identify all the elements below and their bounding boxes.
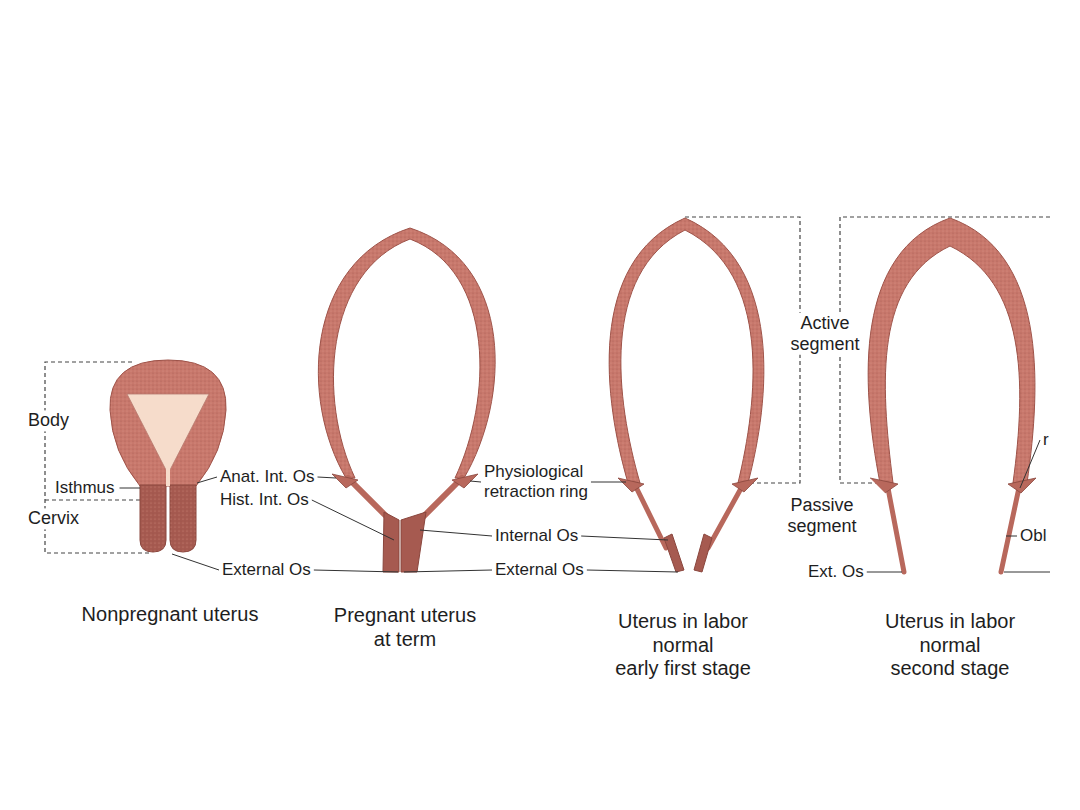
leader-line: [312, 500, 394, 540]
labor-uterus-early: [609, 218, 764, 572]
region-label: Isthmus: [53, 478, 117, 498]
dashed-bracket: [45, 217, 1050, 553]
part-label: Anat. Int. Os: [220, 467, 315, 487]
part-label: r: [1043, 430, 1049, 450]
leader-line: [404, 570, 492, 572]
leader-line: [120, 488, 140, 489]
segment-label: Passivesegment: [785, 495, 858, 537]
part-label: External Os: [495, 560, 584, 580]
labor-uterus-second: [868, 218, 1050, 572]
leader-line: [587, 570, 678, 572]
part-label: Obl: [1020, 526, 1046, 546]
pregnant-uterus: [318, 228, 495, 572]
part-label: Physiologicalretraction ring: [484, 462, 588, 502]
leader-line: [318, 477, 336, 478]
leader-line: [591, 482, 626, 483]
region-label: Body: [26, 410, 71, 431]
figure-caption: Pregnant uterusat term: [334, 604, 476, 651]
figure-caption: Uterus in labornormalearly first stage: [615, 610, 751, 681]
part-label: Internal Os: [495, 526, 578, 546]
region-label: Cervix: [26, 508, 81, 529]
leader-line: [1006, 536, 1017, 537]
part-label: Ext. Os: [808, 562, 864, 582]
part-label: Hist. Int. Os: [220, 490, 309, 510]
leader-line: [581, 536, 668, 540]
leader-line: [420, 530, 492, 536]
leader-line: [867, 572, 902, 573]
leader-line: [1020, 440, 1040, 488]
segment-label: Activesegment: [788, 313, 861, 355]
figure-caption: Nonpregnant uterus: [82, 603, 259, 627]
leader-line: [172, 554, 219, 570]
leader-line: [470, 481, 481, 482]
part-label: External Os: [222, 560, 311, 580]
leader-line: [314, 570, 398, 572]
leader-line: [197, 477, 217, 483]
nonpregnant-uterus: [110, 360, 226, 552]
figure-caption: Uterus in labornormalsecond stage: [885, 610, 1015, 681]
